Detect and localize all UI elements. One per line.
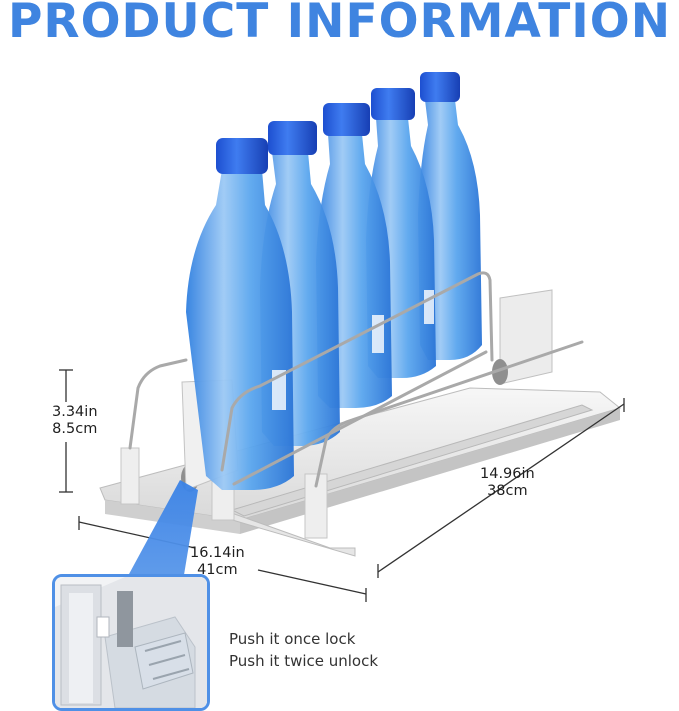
lock-detail-inset <box>52 574 210 711</box>
lock-detail-icon <box>55 577 207 708</box>
page-title: PRODUCT INFORMATION <box>7 0 672 49</box>
lock-feature-text: Push it once lock Push it twice unlock <box>229 628 378 672</box>
feature-line-unlock: Push it twice unlock <box>229 652 379 670</box>
height-dimension: 3.34in 8.5cm <box>52 404 98 438</box>
height-inch-label: 3.34in <box>52 404 98 420</box>
width-inch-label: 16.14in <box>190 545 245 561</box>
depth-cm-label: 38cm <box>487 483 528 499</box>
feature-line-lock: Push it once lock <box>229 630 356 648</box>
callout-beam <box>122 480 198 587</box>
depth-dimension: 14.96in 38cm <box>480 466 535 500</box>
height-cm-label: 8.5cm <box>52 421 98 437</box>
width-dimension: 16.14in 41cm <box>190 545 245 579</box>
width-cm-label: 41cm <box>197 562 238 578</box>
depth-inch-label: 14.96in <box>480 466 535 482</box>
bottle-icon <box>186 72 482 490</box>
